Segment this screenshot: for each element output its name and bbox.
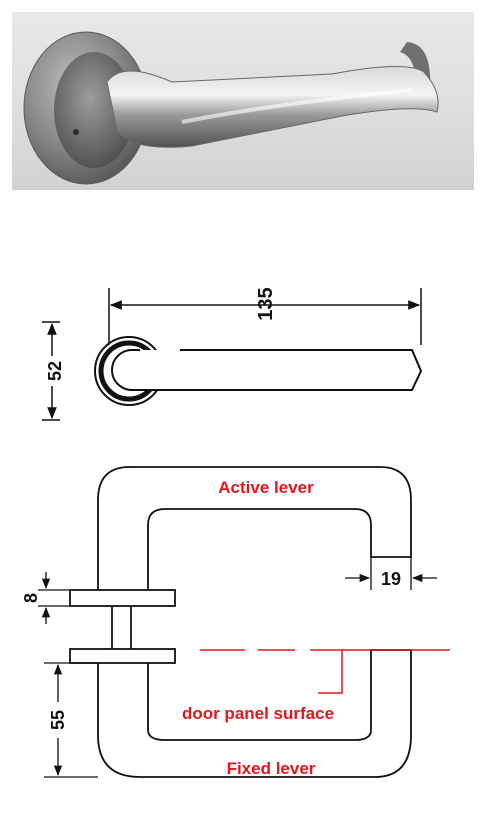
lever-width-label: 19 (381, 569, 401, 589)
side-view (38, 466, 437, 778)
lever-outline-top (111, 349, 423, 391)
rose-plate-upper (69, 589, 176, 607)
rose-plate-lower (69, 648, 176, 664)
rose-diameter-label: 52 (45, 361, 65, 381)
product-photo (12, 12, 474, 190)
overall-length-label: 135 (255, 287, 277, 320)
lever-height-label: 55 (48, 710, 68, 730)
rose-thickness-label: 8 (21, 593, 41, 603)
fixed-lever-outline (97, 649, 412, 778)
top-view (42, 288, 423, 421)
door-panel-surface-line (200, 649, 450, 694)
active-lever-label: Active lever (218, 478, 314, 497)
active-lever-outline (97, 466, 412, 590)
fixed-lever-label: Fixed lever (227, 759, 316, 778)
door-panel-surface-label: door panel surface (182, 704, 334, 723)
lever-handle-photo (23, 31, 439, 185)
